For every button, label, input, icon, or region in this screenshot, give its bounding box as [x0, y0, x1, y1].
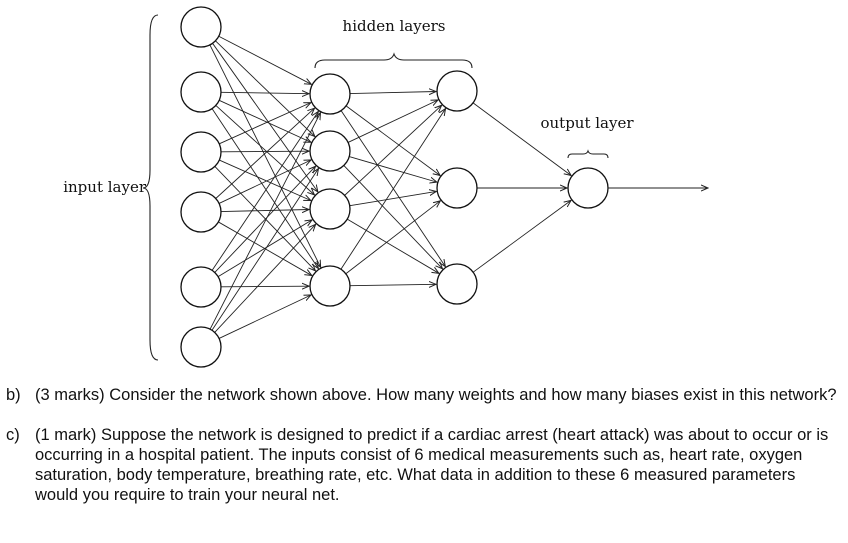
output-layer-label: output layer [540, 114, 634, 132]
connection-l1-3-to-l2-0 [340, 109, 446, 270]
connection-l0-0-to-l1-1 [215, 40, 314, 137]
hidden-node-1-4 [309, 265, 351, 307]
connection-l1-0-to-l2-0 [349, 91, 436, 93]
output-layer-brace [567, 149, 609, 159]
connection-l0-4-to-l1-1 [214, 166, 316, 273]
question-b-number: b) [6, 386, 21, 404]
question-c-number: c) [6, 426, 20, 444]
input-node-0-5 [180, 266, 222, 308]
output-node-3-1 [567, 167, 609, 209]
connection-l0-5-to-l1-1 [211, 169, 318, 331]
connection-l0-0-to-l1-0 [218, 35, 312, 84]
connection-l1-0-to-l2-1 [345, 105, 440, 176]
connection-l0-1-to-l1-2 [215, 105, 315, 194]
connection-l0-4-to-l1-2 [217, 220, 312, 278]
connection-l0-5-to-l1-0 [209, 113, 320, 330]
input-node-0-3 [180, 131, 222, 173]
connection-l0-0-to-l1-3 [209, 44, 321, 267]
hidden-layers-brace [314, 52, 473, 69]
question-c-text: (1 mark) Suppose the network is designed… [35, 426, 829, 504]
connection-l0-1-to-l1-1 [219, 99, 311, 142]
hidden-layers-label: hidden layers [343, 17, 446, 35]
connection-l0-2-to-l1-1 [220, 151, 309, 152]
connection-l0-3-to-l1-0 [215, 108, 315, 199]
connection-l0-3-to-l1-1 [218, 160, 311, 204]
connection-l1-1-to-l2-0 [347, 100, 438, 143]
input-layer-label: input layer [63, 178, 147, 196]
connection-l0-5-to-l1-2 [214, 224, 316, 333]
question-b-text: (3 marks) Consider the network shown abo… [35, 386, 837, 404]
connection-l1-2-to-l2-1 [349, 191, 437, 207]
question-b: b) (3 marks) Consider the network shown … [0, 385, 848, 405]
input-node-0-2 [180, 71, 222, 113]
hidden-node-1-2 [309, 130, 351, 172]
connection-l0-1-to-l1-0 [220, 92, 309, 93]
connection-l1-1-to-l2-2 [343, 165, 443, 268]
hidden-node-1-1 [309, 73, 351, 115]
connection-l1-3-to-l2-2 [349, 284, 436, 285]
connection-l0-2-to-l1-0 [219, 103, 311, 145]
question-c: c) (1 mark) Suppose the network is desig… [0, 425, 848, 505]
connection-l0-4-to-l1-3 [220, 286, 309, 287]
input-node-0-4 [180, 191, 222, 233]
input-node-0-6 [180, 326, 222, 368]
connection-l0-0-to-l1-2 [212, 43, 318, 192]
input-node-0-1 [180, 6, 222, 48]
connection-l1-2-to-l2-2 [346, 218, 439, 273]
hidden-node-1-3 [309, 188, 351, 230]
connection-l1-2-to-l2-0 [344, 105, 442, 196]
connection-l0-1-to-l1-3 [211, 108, 318, 269]
connections [209, 35, 571, 339]
connection-l0-3-to-l1-2 [220, 209, 309, 211]
connection-l0-4-to-l1-0 [211, 111, 318, 271]
neurons [180, 6, 609, 368]
connection-l2-0-to-l3-0 [472, 102, 571, 176]
connection-l0-2-to-l1-2 [219, 159, 310, 200]
connection-l1-1-to-l2-1 [349, 156, 437, 183]
connection-l0-5-to-l1-3 [218, 295, 311, 339]
hidden-node-2-2 [436, 167, 478, 209]
connection-l1-3-to-l2-1 [345, 201, 441, 275]
hidden-node-2-1 [436, 70, 478, 112]
questions-section: b) (3 marks) Consider the network shown … [0, 385, 848, 525]
neural-network-diagram: input layer hidden layers output layer [63, 6, 848, 368]
hidden-node-2-3 [436, 263, 478, 305]
input-layer-brace [142, 14, 159, 361]
connection-l2-2-to-l3-0 [472, 200, 571, 273]
